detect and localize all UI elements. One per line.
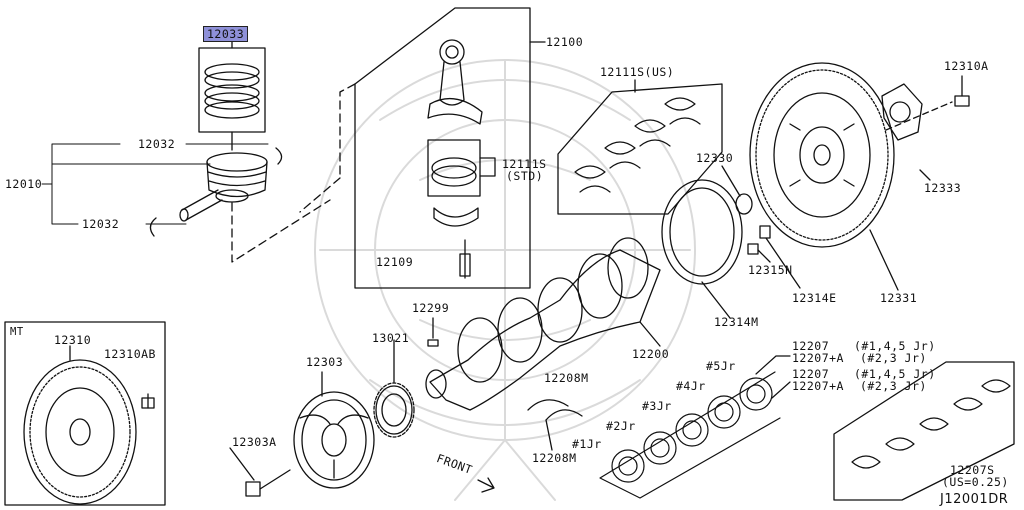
label-jr5: #5Jr xyxy=(706,359,736,373)
label-mt-box-title: MT xyxy=(10,326,24,338)
connecting-rod xyxy=(427,39,483,279)
label-drive-plate[interactable]: 12331 xyxy=(880,291,918,305)
label-main-bearing-c[interactable]: 12207 xyxy=(792,367,830,381)
sprocket xyxy=(373,339,415,438)
label-thrust-upper[interactable]: 12208M xyxy=(544,371,589,385)
pulley-bolt xyxy=(229,447,291,497)
label-conrod-assy[interactable]: 12100 xyxy=(546,35,584,49)
reinforcement-plate xyxy=(881,83,923,141)
bearing-us-box xyxy=(557,79,723,215)
label-conrod-bolt[interactable]: 12109 xyxy=(376,255,414,269)
label-bearing-std-note: (STD) xyxy=(506,169,544,183)
label-snap-ring-upper[interactable]: 12032 xyxy=(138,137,176,151)
label-jr3: #3Jr xyxy=(642,399,672,413)
label-key[interactable]: 12299 xyxy=(412,301,450,315)
label-reinforcement-plate[interactable]: 12333 xyxy=(924,181,962,195)
label-thrust-lower[interactable]: 12208M xyxy=(532,451,577,465)
sensor-plate xyxy=(661,179,743,319)
label-pulley-bolt[interactable]: 12303A xyxy=(232,435,277,449)
label-sprocket[interactable]: 13021 xyxy=(372,331,410,345)
flywheel-bolt xyxy=(954,75,970,107)
diagram-code: J12001DR xyxy=(940,492,1009,507)
label-jr4: #4Jr xyxy=(676,379,706,393)
label-sensor-plate[interactable]: 12314M xyxy=(714,315,759,329)
label-bearing-us-set[interactable]: 12111S(US) xyxy=(600,65,675,79)
crank-key xyxy=(427,317,439,347)
crankshaft xyxy=(425,237,661,411)
label-crankshaft[interactable]: 12200 xyxy=(632,347,670,361)
thrust-washers xyxy=(527,399,583,451)
mt-inset-box xyxy=(4,321,166,506)
label-main-bearing-d[interactable]: 12207+A xyxy=(792,379,844,393)
label-jr2: #2Jr xyxy=(606,419,636,433)
label-pilot-bushing[interactable]: 12330 xyxy=(696,151,734,165)
front-arrow-icon xyxy=(477,477,495,493)
plate-bolts xyxy=(747,225,899,291)
label-piston-ring-set[interactable]: 12033 xyxy=(203,26,249,42)
main-bearings xyxy=(599,355,791,499)
label-main-bearing-b[interactable]: 12207+A xyxy=(792,351,844,365)
crank-pulley xyxy=(293,371,375,489)
piston-ring-set-box xyxy=(198,41,266,151)
main-bearing-us-box xyxy=(833,361,1015,501)
label-main-bearing-a-note: (#1,4,5 Jr) xyxy=(854,339,936,353)
label-main-bearing-d-note: (#2,3 Jr) xyxy=(860,379,927,393)
label-mt-flywheel-bolt[interactable]: 12310AB xyxy=(104,347,156,361)
label-piston-assy[interactable]: 12010 xyxy=(5,177,43,191)
label-plate-e[interactable]: 12314E xyxy=(792,291,837,305)
label-main-us-set[interactable]: 12207S xyxy=(950,463,995,477)
label-main-us-note: (US=0.25) xyxy=(942,475,1009,489)
label-flywheel-bolt-b[interactable]: 12315N xyxy=(748,263,793,277)
left-leaders xyxy=(41,143,269,225)
label-mt-flywheel[interactable]: 12310 xyxy=(54,333,92,347)
drive-plate xyxy=(749,62,953,248)
label-main-bearing-a[interactable]: 12207 xyxy=(792,339,830,353)
watermark-emblem xyxy=(314,59,696,501)
label-bearing-std[interactable]: 12111S xyxy=(502,157,547,171)
conrod-box xyxy=(299,7,546,289)
label-pulley[interactable]: 12303 xyxy=(306,355,344,369)
label-main-bearing-c-note: (#1,4,5 Jr) xyxy=(854,367,936,381)
label-main-bearing-b-note: (#2,3 Jr) xyxy=(860,351,927,365)
piston xyxy=(149,147,331,263)
label-jr1: #1Jr xyxy=(572,437,602,451)
label-snap-ring-lower[interactable]: 12032 xyxy=(82,217,120,231)
label-flywheel-bolt[interactable]: 12310A xyxy=(944,59,989,73)
